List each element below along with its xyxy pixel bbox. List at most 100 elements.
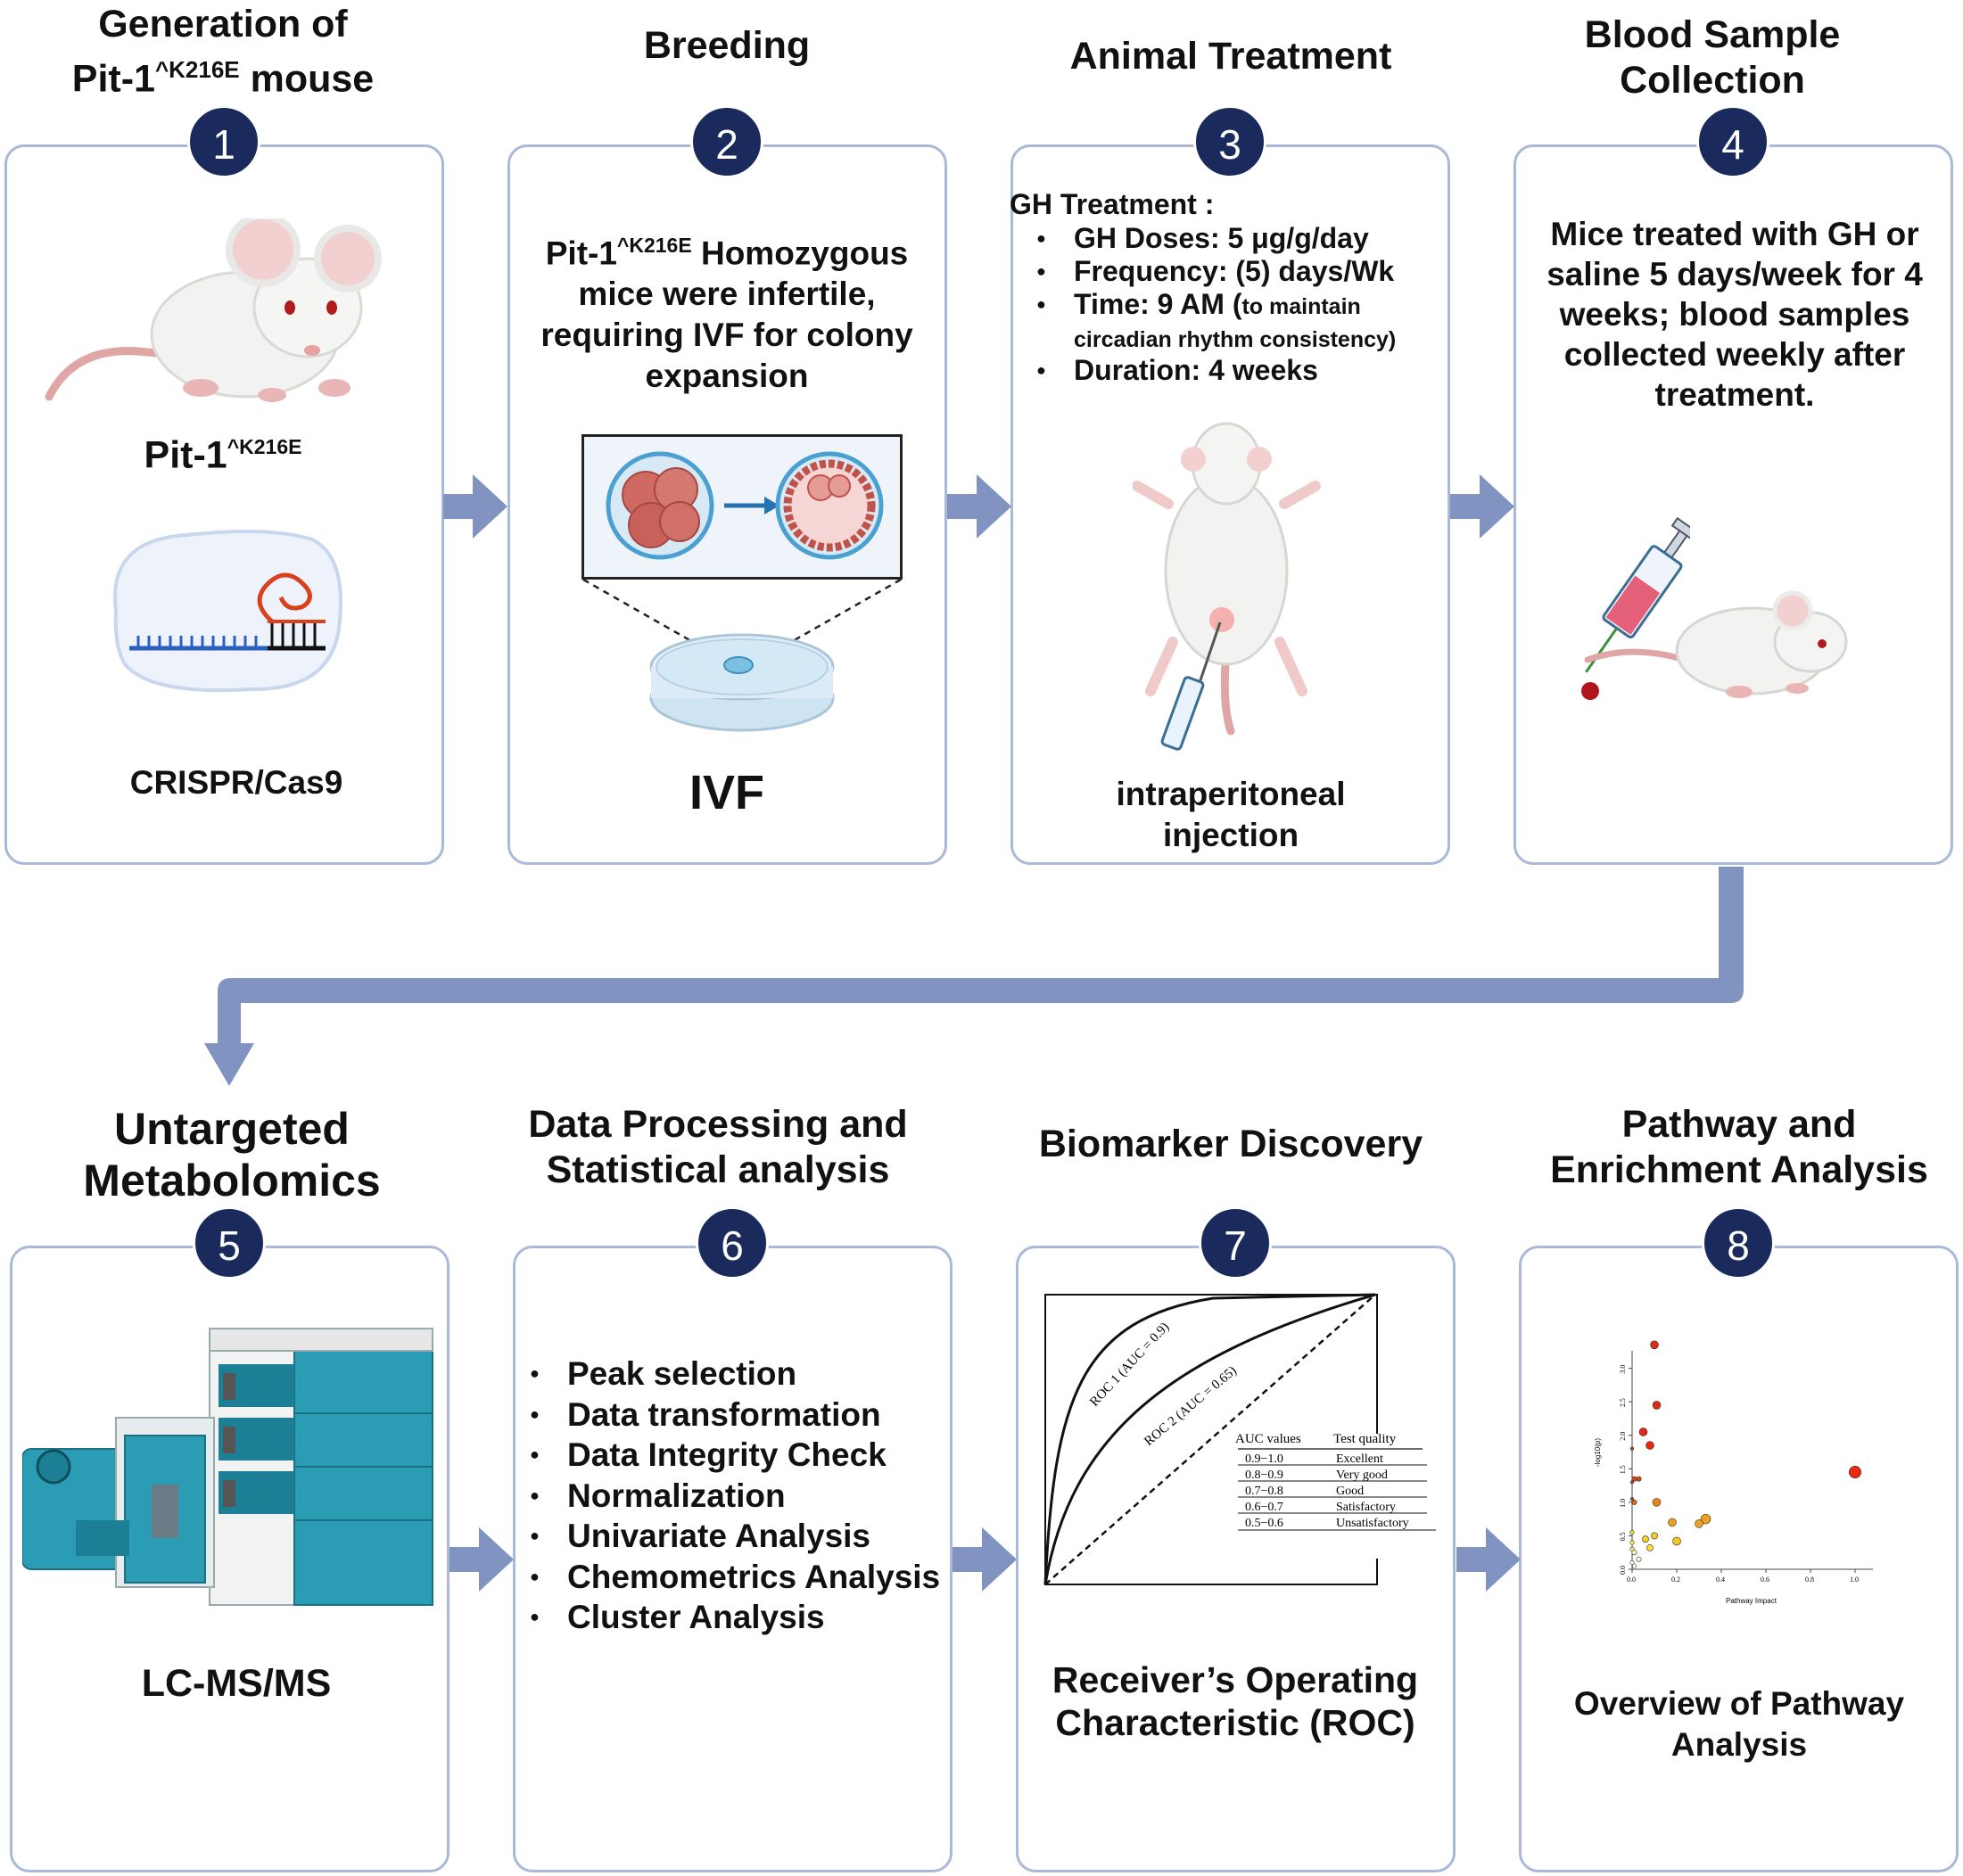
step1-title-line1: Generation of xyxy=(98,3,348,45)
step6-item: Data transformation xyxy=(530,1395,967,1436)
step6-item: Cluster Analysis xyxy=(530,1597,967,1638)
step4-number-badge: 4 xyxy=(1696,105,1769,178)
arrow-3-4 xyxy=(1450,474,1514,539)
x-tick-label: 0.2 xyxy=(1671,1576,1680,1584)
pathway-point xyxy=(1668,1518,1677,1527)
roc-table-cell: 0.7−0.8 xyxy=(1245,1485,1283,1498)
step3-number-badge: 3 xyxy=(1193,105,1266,178)
pathway-point xyxy=(1629,1530,1635,1535)
y-tick-label: 2.0 xyxy=(1619,1432,1627,1441)
step2-desc-sup: ^K216E xyxy=(616,234,692,257)
roc-diagonal xyxy=(1044,1294,1376,1585)
step6-title: Data Processing and Statistical analysis xyxy=(528,1103,908,1191)
y-tick-label: 1.0 xyxy=(1619,1499,1627,1508)
x-tick-label: 0.0 xyxy=(1627,1576,1636,1584)
pathway-point xyxy=(1629,1446,1635,1451)
y-tick-label: 0.5 xyxy=(1619,1532,1627,1541)
connector-4-5 xyxy=(204,867,1744,1086)
step3-item-text: GH Doses: 5 μg/g/day xyxy=(1074,222,1369,254)
roc-table-cell: Excellent xyxy=(1336,1452,1383,1466)
step3-item: Frequency: (5) days/Wk xyxy=(1036,255,1447,288)
pathway-point xyxy=(1652,1498,1662,1507)
step6-item: Data Integrity Check xyxy=(530,1435,967,1476)
step1-number-badge: 1 xyxy=(187,105,260,178)
roc-table-header: AUC values xyxy=(1235,1432,1301,1446)
step2-number-badge: 2 xyxy=(690,105,763,178)
step7-number-badge: 7 xyxy=(1199,1206,1272,1279)
step6-list: Peak selection Data transformation Data … xyxy=(530,1354,967,1638)
step3-title: Animal Treatment xyxy=(1069,35,1392,78)
roc-table-cell: 0.9−1.0 xyxy=(1245,1452,1283,1466)
step8-title: Pathway and Enrichment Analysis xyxy=(1550,1103,1928,1191)
mouse-injection-icon xyxy=(1133,422,1321,751)
step6-item: Peak selection xyxy=(530,1354,967,1395)
step1-title: Generation of Pit-1^K216E mouse xyxy=(36,2,410,102)
pathway-point xyxy=(1646,1544,1654,1551)
step2-caption: IVF xyxy=(689,766,764,819)
pathway-point xyxy=(1650,1340,1659,1350)
step4-title: Blood Sample Collection xyxy=(1584,13,1841,102)
step6-number-badge: 6 xyxy=(696,1206,769,1279)
mouse-icon xyxy=(45,218,382,402)
x-tick-label: 0.6 xyxy=(1761,1576,1769,1584)
syringe-icon xyxy=(1581,516,1690,700)
step8-card xyxy=(1519,1246,1959,1872)
step3-caption: intraperitoneal injection xyxy=(1116,776,1346,853)
embryo-icon xyxy=(581,434,903,580)
step2-title: Breeding xyxy=(643,24,811,67)
step3-item: GH Doses: 5 μg/g/day xyxy=(1036,222,1447,255)
pathway-point xyxy=(1629,1559,1635,1566)
mouse-icon xyxy=(1584,590,1848,698)
step2-desc-gene: Pit-1 xyxy=(545,234,617,272)
step4-description: Mice treated with GH or saline 5 days/we… xyxy=(1546,216,1923,413)
pathway-point xyxy=(1695,1519,1703,1528)
step1-title-sup: ^K216E xyxy=(154,56,240,83)
pathway-point xyxy=(1638,1428,1648,1436)
step8-caption: Overview of Pathway Analysis xyxy=(1573,1685,1905,1763)
step2-desc-line1: Pit-1^K216E Homozygous xyxy=(522,225,932,274)
pathway-point xyxy=(1651,1532,1658,1540)
y-tick-label: 2.5 xyxy=(1619,1398,1627,1407)
step3-item-text: Duration: 4 weeks xyxy=(1074,354,1318,386)
step1-title-line2: Pit-1^K216E mouse xyxy=(36,47,410,102)
step7-title: Biomarker Discovery xyxy=(1038,1123,1423,1165)
arrow-5-6 xyxy=(450,1527,514,1592)
roc-table-cell: 0.8−0.9 xyxy=(1245,1469,1283,1482)
arrow-6-7 xyxy=(953,1527,1017,1592)
step3-list: GH Doses: 5 μg/g/day Frequency: (5) days… xyxy=(1036,222,1447,387)
step3-heading: GH Treatment : xyxy=(1010,188,1215,220)
step5-title: Untargeted Metabolomics xyxy=(83,1104,381,1205)
step1-title-suffix: mouse xyxy=(239,57,375,101)
step8-number-badge: 8 xyxy=(1702,1206,1775,1279)
step1-mouse-gene: Pit-1 xyxy=(144,433,227,477)
step3-item-note: to maintain circadian rhythm consistency… xyxy=(1074,294,1397,352)
y-tick-label: 3.0 xyxy=(1619,1365,1627,1374)
roc-table-cell: Satisfactory xyxy=(1336,1501,1396,1514)
arrow-2-3 xyxy=(947,474,1011,539)
step6-item: Univariate Analysis xyxy=(530,1516,967,1557)
roc-table-cell: 0.6−0.7 xyxy=(1245,1501,1283,1514)
pathway-point xyxy=(1631,1499,1637,1505)
step2-desc-homozygous: Homozygous xyxy=(691,234,909,272)
y-tick-label: 1.5 xyxy=(1619,1465,1627,1474)
step2-description: Pit-1^K216E Homozygous mice were inferti… xyxy=(522,225,932,397)
roc-table-cell: 0.5−0.6 xyxy=(1245,1517,1283,1530)
pathway-point xyxy=(1636,1476,1642,1482)
step3-item-text: Time: 9 AM ( xyxy=(1074,288,1242,320)
y-tick-label: 0.0 xyxy=(1619,1566,1627,1575)
x-tick-label: 1.0 xyxy=(1850,1576,1859,1584)
step3-item: Duration: 4 weeks xyxy=(1036,354,1447,387)
step7-caption: Receiver’s Operating Characteristic (ROC… xyxy=(1052,1659,1419,1743)
pathway-point xyxy=(1631,1476,1637,1482)
step5-caption: LC-MS/MS xyxy=(141,1662,332,1705)
x-tick-label: 0.8 xyxy=(1805,1576,1814,1584)
roc-curve-1 xyxy=(1043,1293,1376,1585)
pathway-point xyxy=(1672,1536,1681,1546)
roc-table-cell: Unsatisfactory xyxy=(1336,1517,1409,1530)
pathway-point xyxy=(1629,1540,1635,1545)
arrow-1-2 xyxy=(443,474,507,539)
pathway-point xyxy=(1848,1466,1862,1479)
pathway-point xyxy=(1645,1441,1654,1450)
